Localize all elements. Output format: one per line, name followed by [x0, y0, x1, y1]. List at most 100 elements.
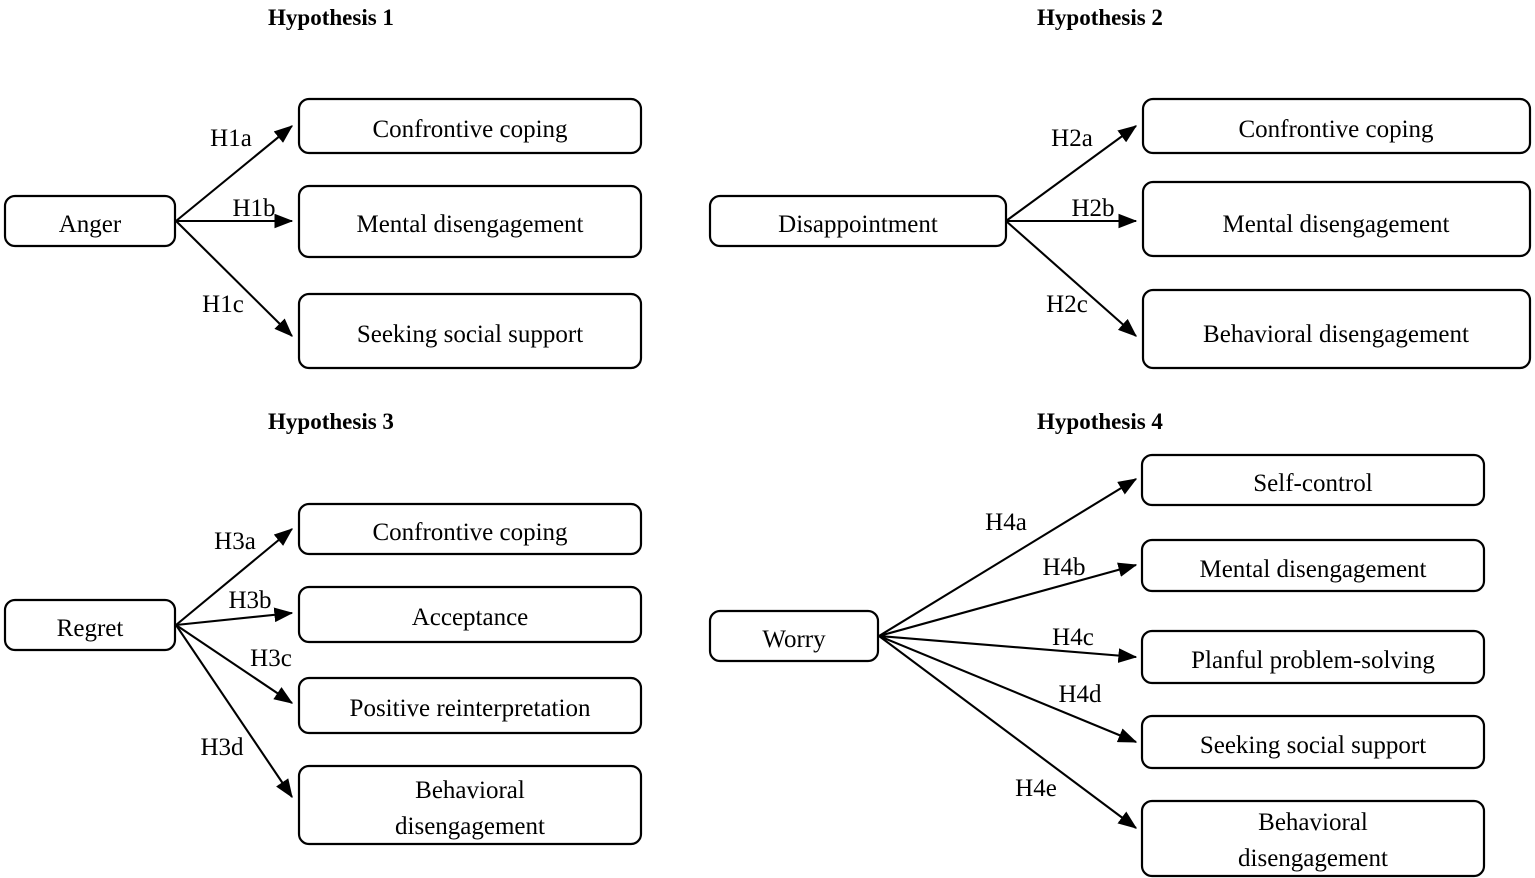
node-h4a-self-control[interactable]: Self-control: [1140, 453, 1486, 507]
node-h3a-box[interactable]: [297, 502, 643, 556]
edge-h1c-line: [175, 220, 293, 337]
node-regret[interactable]: Regret: [3, 598, 177, 652]
edge-h1a-line: [175, 125, 293, 222]
node-h4c-planful-problem-solving[interactable]: Planful problem-solving: [1140, 629, 1486, 685]
node-h4e-box[interactable]: [1140, 799, 1486, 878]
node-anger-label: Anger: [59, 211, 122, 238]
node-h3a-confrontive-coping[interactable]: Confrontive coping: [297, 502, 643, 556]
node-h3d-label-line1: Behavioral: [415, 777, 525, 804]
edge-h4d-line: [878, 635, 1138, 743]
node-h4d-label: Seeking social support: [1200, 732, 1426, 759]
node-h2b-mental-disengagement[interactable]: Mental disengagement: [1141, 180, 1532, 258]
node-h1a-label: Confrontive coping: [372, 116, 568, 143]
edge-label-h3d: H3d: [200, 734, 244, 761]
node-h1b-box[interactable]: [297, 184, 643, 259]
edge-label-h3a: H3a: [214, 528, 256, 555]
edge-label-h3b: H3b: [228, 587, 271, 614]
node-h1b-label: Mental disengagement: [356, 211, 583, 238]
node-h3c-label: Positive reinterpretation: [350, 695, 591, 722]
node-disappointment-box[interactable]: [708, 194, 1008, 248]
node-h4b-mental-disengagement[interactable]: Mental disengagement: [1140, 538, 1486, 593]
edges-h2: H2a H2b H2c: [1005, 125, 1138, 337]
node-h3b-box[interactable]: [297, 585, 643, 644]
panel-title-h4: Hypothesis 4: [1037, 409, 1163, 434]
node-h4a-box[interactable]: [1140, 453, 1486, 507]
node-h1c-label: Seeking social support: [357, 321, 583, 348]
edge-h4e-line: [878, 635, 1138, 829]
edge-label-h2b: H2b: [1071, 195, 1114, 222]
edge-label-h4b: H4b: [1042, 554, 1085, 581]
panel-hypothesis-4: Hypothesis 4 H4a H4b H4c H4d H4e Worry S…: [708, 409, 1486, 878]
node-disappointment[interactable]: Disappointment: [708, 194, 1008, 248]
panel-hypothesis-3: Hypothesis 3 H3a H3b H3c H3d Regret Conf…: [3, 409, 643, 846]
edge-label-h1c: H1c: [202, 291, 244, 318]
node-h4b-box[interactable]: [1140, 538, 1486, 593]
panel-hypothesis-2: Hypothesis 2 H2a H2b H2c Disappointment …: [708, 5, 1532, 370]
edge-h2c-line: [1005, 220, 1137, 337]
edge-h3a-line: [175, 528, 293, 626]
node-h4c-label: Planful problem-solving: [1191, 647, 1435, 674]
node-h3b-label: Acceptance: [412, 604, 529, 631]
panel-hypothesis-1: Hypothesis 1 H1a H1b H1c Anger Confronti…: [3, 5, 643, 370]
edge-label-h3c: H3c: [250, 645, 292, 672]
edge-label-h4d: H4d: [1058, 681, 1102, 708]
edge-h4b-line: [878, 562, 1138, 638]
node-h1b-mental-disengagement[interactable]: Mental disengagement: [297, 184, 643, 259]
panel-title-h2: Hypothesis 2: [1037, 5, 1163, 30]
edge-label-h4a: H4a: [985, 509, 1027, 536]
node-h3d-behavioral-disengagement[interactable]: Behavioral disengagement: [297, 764, 643, 846]
node-h2a-box[interactable]: [1141, 97, 1532, 155]
edge-label-h4e: H4e: [1015, 775, 1057, 802]
edge-label-h2c: H2c: [1046, 291, 1088, 318]
node-h1a-confrontive-coping[interactable]: Confrontive coping: [297, 97, 643, 155]
node-h2a-label: Confrontive coping: [1238, 116, 1434, 143]
edge-label-h2a: H2a: [1051, 125, 1093, 152]
node-h1c-box[interactable]: [297, 292, 643, 370]
edge-label-h1b: H1b: [232, 195, 275, 222]
edge-h4a-line: [878, 478, 1138, 637]
node-h4c-box[interactable]: [1140, 629, 1486, 685]
edges-h1: H1a H1b H1c: [175, 125, 294, 337]
node-h2c-label: Behavioral disengagement: [1203, 321, 1469, 348]
panel-title-h3: Hypothesis 3: [268, 409, 394, 434]
node-h4e-label-line2: disengagement: [1238, 845, 1388, 872]
node-h4b-label: Mental disengagement: [1199, 556, 1426, 583]
node-h4d-box[interactable]: [1140, 714, 1486, 770]
node-regret-label: Regret: [57, 615, 124, 642]
node-worry[interactable]: Worry: [708, 609, 880, 663]
node-anger[interactable]: Anger: [3, 194, 177, 248]
edge-h3d-line: [175, 624, 293, 799]
node-worry-label: Worry: [762, 626, 826, 653]
node-anger-box[interactable]: [3, 194, 177, 248]
edges-h3: H3a H3b H3c H3d: [175, 528, 294, 799]
node-h3c-positive-reinterpretation[interactable]: Positive reinterpretation: [297, 676, 643, 735]
node-h2a-confrontive-coping[interactable]: Confrontive coping: [1141, 97, 1532, 155]
node-h2c-behavioral-disengagement[interactable]: Behavioral disengagement: [1141, 288, 1532, 370]
node-h2c-box[interactable]: [1141, 288, 1532, 370]
node-h2b-box[interactable]: [1141, 180, 1532, 258]
node-h2b-label: Mental disengagement: [1222, 211, 1449, 238]
edge-h2a-line: [1005, 125, 1138, 222]
edge-label-h4c: H4c: [1052, 624, 1094, 651]
edge-h4c-line: [878, 634, 1138, 663]
node-h1a-box[interactable]: [297, 97, 643, 155]
node-h4d-seeking-social-support[interactable]: Seeking social support: [1140, 714, 1486, 770]
panel-title-h1: Hypothesis 1: [268, 5, 394, 30]
node-h4e-behavioral-disengagement[interactable]: Behavioral disengagement: [1140, 799, 1486, 878]
node-h4a-label: Self-control: [1253, 470, 1372, 497]
node-h3d-box[interactable]: [297, 764, 643, 846]
node-regret-box[interactable]: [3, 598, 177, 652]
edge-label-h1a: H1a: [210, 125, 252, 152]
edge-h3b-line: [175, 607, 294, 627]
edges-h4: H4a H4b H4c H4d H4e: [878, 478, 1138, 829]
node-h3a-label: Confrontive coping: [372, 519, 568, 546]
edge-h3c-line: [175, 624, 294, 704]
node-h3d-label-line2: disengagement: [395, 813, 545, 840]
node-h1c-seeking-social-support[interactable]: Seeking social support: [297, 292, 643, 370]
node-h3c-box[interactable]: [297, 676, 643, 735]
node-worry-box[interactable]: [708, 609, 880, 663]
node-h3b-acceptance[interactable]: Acceptance: [297, 585, 643, 644]
node-h4e-label-line1: Behavioral: [1258, 809, 1368, 836]
